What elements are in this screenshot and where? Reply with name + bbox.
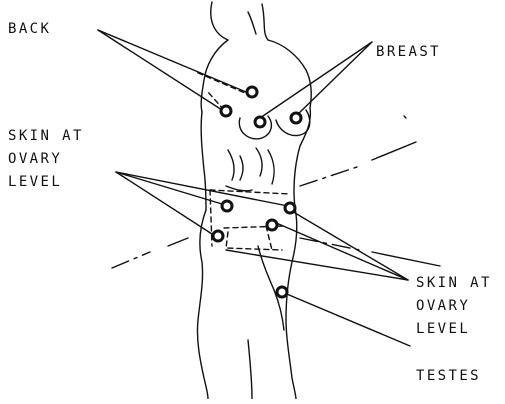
point-breast-left [255,117,265,127]
label-back: BACK [8,20,51,38]
point-ovary-right-upper [285,203,295,213]
point-ovary-left-upper [222,201,232,211]
point-back-upper [247,87,257,97]
body-outline [197,2,311,399]
point-breast-right [291,113,301,123]
point-ovary-left-lower [213,231,223,241]
point-ovary-center [267,220,277,230]
label-skin-left-line-3: LEVEL [8,173,84,191]
label-skin-right-line-2: OVARY [416,297,492,315]
label-skin-right-line-1: SKIN AT [416,274,492,292]
label-skin-ovary-right: SKIN AT OVARY LEVEL [416,274,492,338]
point-testes [277,287,287,297]
leader-lines [98,30,440,346]
point-back-lower [221,106,231,116]
label-breast: BREAST [376,43,441,61]
label-skin-left-line-2: OVARY [8,150,84,168]
label-skin-ovary-left: SKIN AT OVARY LEVEL [8,127,84,191]
label-testes: TESTES [416,367,481,385]
label-skin-right-line-3: LEVEL [416,320,492,338]
label-skin-left-line-1: SKIN AT [8,127,84,145]
